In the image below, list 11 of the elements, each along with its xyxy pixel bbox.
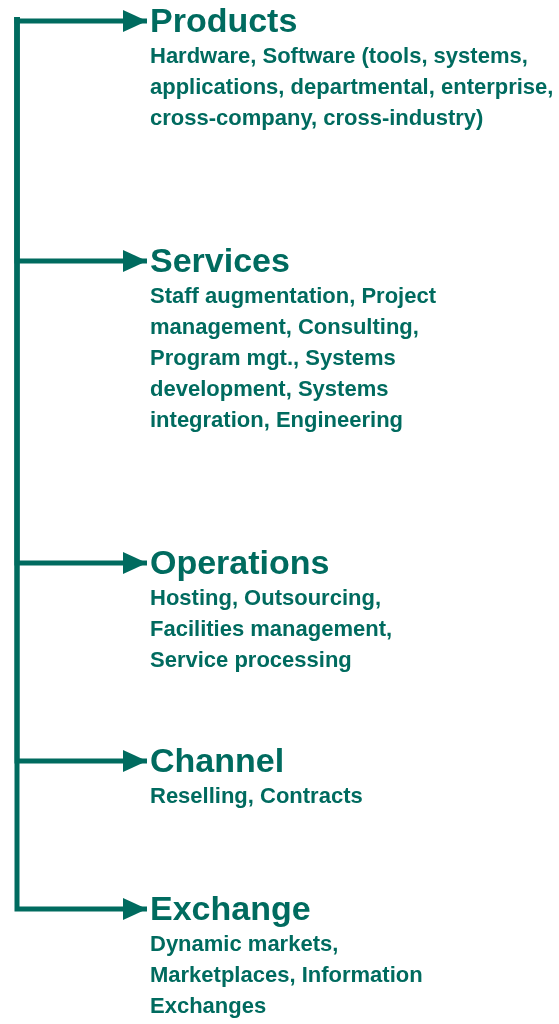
category-heading: Services [150, 240, 290, 280]
category-description: Hosting, Outsourcing, Facilities management, Service processing [150, 584, 394, 674]
category-heading: Channel [150, 740, 285, 780]
category-description: Reselling, Contracts [150, 782, 364, 810]
category-heading: Products [150, 0, 298, 40]
category-heading: Operations [150, 542, 330, 582]
category-heading: Exchange [150, 888, 311, 928]
arrow [14, 17, 147, 920]
category-description: Hardware, Software (tools, systems, applications, departmental, enterprise, cross-company, cross-industry) [150, 42, 555, 132]
category-description: Dynamic markets, Marketplaces, Information Exchanges [150, 930, 424, 1020]
category-description: Staff augmentation, Project management, Consulting, Program mgt., Systems development, Systems integration, Engineering [150, 282, 438, 434]
